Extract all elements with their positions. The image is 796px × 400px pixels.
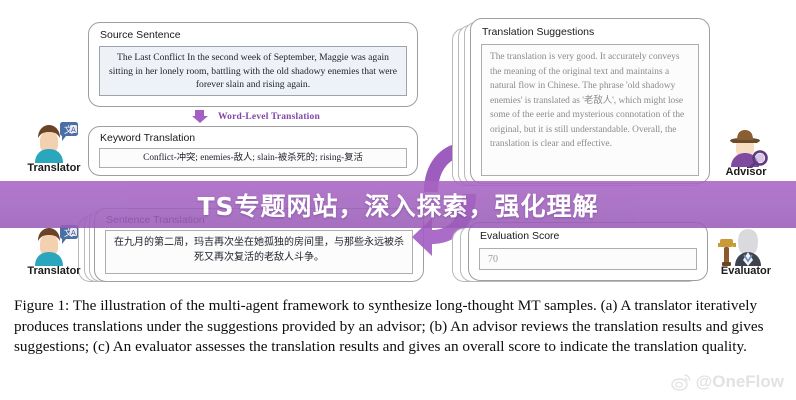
svg-text:A: A [71,229,76,237]
agent-advisor: Advisor [700,122,792,178]
agent-evaluator: Evaluator [700,221,792,277]
agent-translator-top: 文 A Translator [8,118,100,174]
watermark-handle: @OneFlow [695,372,784,391]
figure-caption: Figure 1: The illustration of the multi-… [14,297,764,356]
down-arrow-icon [192,110,208,123]
source-sentence-text: The Last Conflict In the second week of … [99,46,407,96]
keyword-translation-title: Keyword Translation [100,132,196,144]
source-sentence-title: Source Sentence [100,29,181,41]
translation-suggestions-title: Translation Suggestions [482,26,595,38]
agent-translator-bottom: 文 A Translator [8,221,100,277]
word-level-translation-arrow: Word-Level Translation [192,109,320,124]
agent-label: Evaluator [720,265,772,277]
translator-avatar-icon: 文 A [8,221,100,267]
weibo-logo-icon [670,374,690,391]
overlay-banner: TS专题网站，深入探索，强化理解 [0,181,796,228]
evaluation-score-value: 70 [479,248,697,270]
svg-text:文: 文 [64,124,73,136]
translation-suggestions-card: Translation Suggestions The translation … [452,18,714,188]
detective-avatar-icon [700,122,792,170]
agent-label: Translator [27,162,81,174]
evaluation-score-title: Evaluation Score [480,230,560,242]
translation-suggestions-text: The translation is very good. It accurat… [481,44,699,176]
keyword-translation-card: Keyword Translation Conflict-冲突; enemies… [88,126,418,176]
watermark: @OneFlow [670,372,784,392]
figure-image: Source Sentence The Last Conflict In the… [0,18,796,284]
agent-label: Translator [27,265,81,277]
overlay-banner-text: TS专题网站，深入探索，强化理解 [197,191,599,221]
svg-text:A: A [71,126,76,134]
agent-label: Advisor [725,166,767,178]
evaluation-score-card: Evaluation Score 70 [452,222,714,284]
judge-avatar-icon [700,221,792,267]
sentence-translation-text: 在九月的第二周，玛吉再次坐在她孤独的房间里，与那些永远被杀死又再次复活的老敌人斗… [105,230,413,274]
word-level-translation-label: Word-Level Translation [218,111,320,122]
source-sentence-card: Source Sentence The Last Conflict In the… [88,22,418,107]
svg-text:文: 文 [64,227,73,239]
translator-avatar-icon: 文 A [8,118,100,164]
keyword-translation-text: Conflict-冲突; enemies-敌人; slain-被杀死的; ris… [99,148,407,168]
